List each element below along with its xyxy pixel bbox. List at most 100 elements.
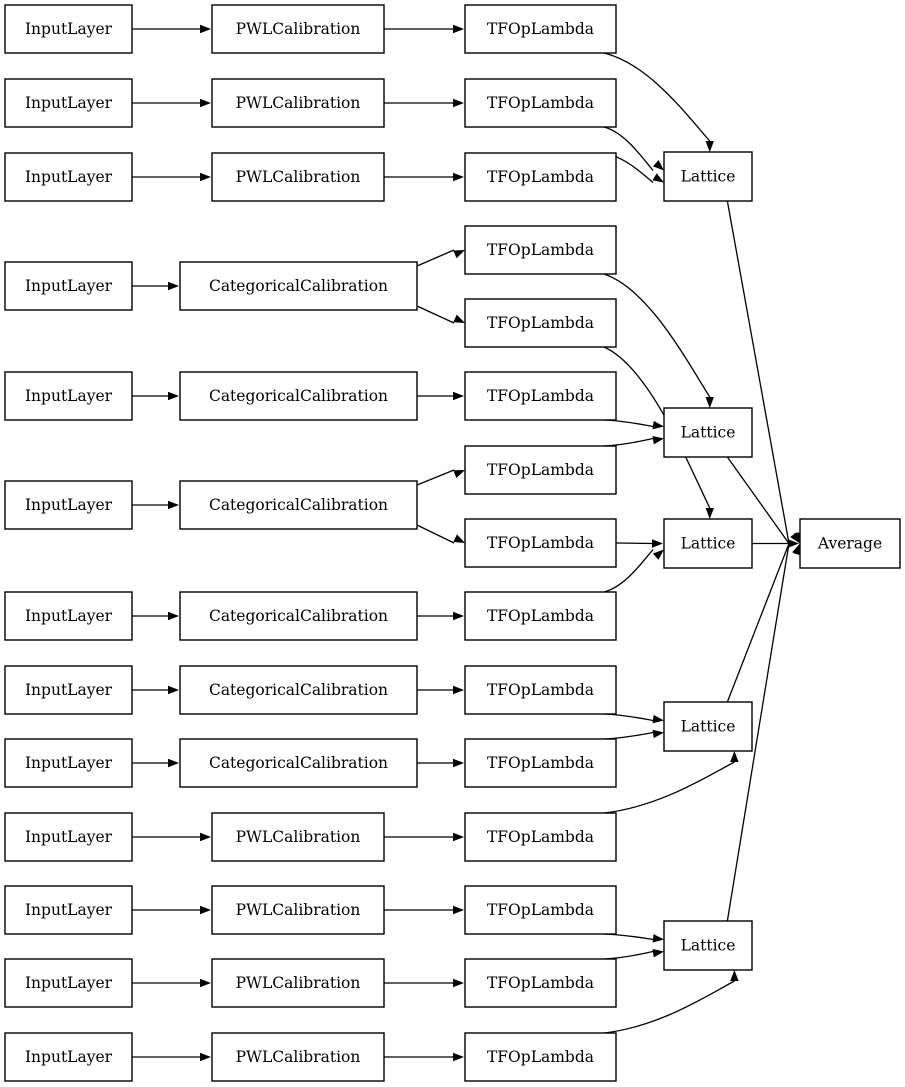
node-box-tfoplambda[interactable] (464, 1032, 617, 1082)
node-average[interactable]: Average (799, 518, 901, 569)
node-box-tfoplambda[interactable] (464, 298, 617, 348)
node-inputlayer[interactable]: InputLayer (4, 665, 133, 715)
node-label-categoricalcalibration: CategoricalCalibration (209, 277, 388, 295)
node-box-tfoplambda[interactable] (464, 225, 617, 275)
node-box-inputlayer[interactable] (4, 958, 133, 1008)
node-tfoplambda[interactable]: TFOpLambda (464, 298, 617, 348)
node-tfoplambda[interactable]: TFOpLambda (464, 445, 617, 495)
node-box-tfoplambda[interactable] (464, 4, 617, 54)
node-box-tfoplambda[interactable] (464, 812, 617, 862)
node-box-tfoplambda[interactable] (464, 445, 617, 495)
node-tfoplambda[interactable]: TFOpLambda (464, 518, 617, 568)
node-tfoplambda[interactable]: TFOpLambda (464, 885, 617, 935)
node-inputlayer[interactable]: InputLayer (4, 885, 133, 935)
node-box-lattice[interactable] (663, 701, 753, 752)
node-box-lattice[interactable] (663, 920, 753, 971)
node-inputlayer[interactable]: InputLayer (4, 152, 133, 202)
node-lattice[interactable]: Lattice (663, 701, 753, 752)
node-box-pwlcalibration[interactable] (211, 1032, 385, 1082)
node-box-tfoplambda[interactable] (464, 958, 617, 1008)
node-categoricalcalibration[interactable]: CategoricalCalibration (179, 738, 418, 788)
node-categoricalcalibration[interactable]: CategoricalCalibration (179, 591, 418, 641)
node-pwlcalibration[interactable]: PWLCalibration (211, 152, 385, 202)
node-box-lattice[interactable] (663, 407, 753, 458)
node-box-pwlcalibration[interactable] (211, 885, 385, 935)
node-pwlcalibration[interactable]: PWLCalibration (211, 1032, 385, 1082)
node-inputlayer[interactable]: InputLayer (4, 78, 133, 128)
node-label-pwlcalibration: PWLCalibration (236, 94, 361, 112)
node-lattice[interactable]: Lattice (663, 518, 753, 569)
node-box-inputlayer[interactable] (4, 4, 133, 54)
node-box-tfoplambda[interactable] (464, 78, 617, 128)
node-pwlcalibration[interactable]: PWLCalibration (211, 78, 385, 128)
node-inputlayer[interactable]: InputLayer (4, 261, 133, 311)
node-box-inputlayer[interactable] (4, 78, 133, 128)
node-box-lattice[interactable] (663, 151, 753, 202)
edge-arrowhead (652, 934, 664, 943)
node-tfoplambda[interactable]: TFOpLambda (464, 152, 617, 202)
edge-arrowhead (652, 436, 664, 445)
node-tfoplambda[interactable]: TFOpLambda (464, 371, 617, 421)
node-box-inputlayer[interactable] (4, 1032, 133, 1082)
node-inputlayer[interactable]: InputLayer (4, 371, 133, 421)
node-box-categoricalcalibration[interactable] (179, 665, 418, 715)
node-tfoplambda[interactable]: TFOpLambda (464, 812, 617, 862)
node-box-lattice[interactable] (663, 518, 753, 569)
node-pwlcalibration[interactable]: PWLCalibration (211, 812, 385, 862)
node-box-categoricalcalibration[interactable] (179, 261, 418, 311)
node-pwlcalibration[interactable]: PWLCalibration (211, 4, 385, 54)
node-tfoplambda[interactable]: TFOpLambda (464, 738, 617, 788)
node-tfoplambda[interactable]: TFOpLambda (464, 78, 617, 128)
node-box-inputlayer[interactable] (4, 152, 133, 202)
node-inputlayer[interactable]: InputLayer (4, 812, 133, 862)
node-pwlcalibration[interactable]: PWLCalibration (211, 958, 385, 1008)
node-box-tfoplambda[interactable] (464, 591, 617, 641)
node-layer: InputLayerInputLayerInputLayerInputLayer… (4, 4, 901, 1082)
node-box-categoricalcalibration[interactable] (179, 738, 418, 788)
node-categoricalcalibration[interactable]: CategoricalCalibration (179, 665, 418, 715)
node-inputlayer[interactable]: InputLayer (4, 591, 133, 641)
node-box-inputlayer[interactable] (4, 665, 133, 715)
node-pwlcalibration[interactable]: PWLCalibration (211, 885, 385, 935)
node-box-tfoplambda[interactable] (464, 738, 617, 788)
node-box-pwlcalibration[interactable] (211, 812, 385, 862)
node-box-tfoplambda[interactable] (464, 518, 617, 568)
node-box-inputlayer[interactable] (4, 480, 133, 530)
node-inputlayer[interactable]: InputLayer (4, 958, 133, 1008)
node-box-pwlcalibration[interactable] (211, 152, 385, 202)
node-lattice[interactable]: Lattice (663, 151, 753, 202)
node-box-categoricalcalibration[interactable] (179, 371, 418, 421)
node-box-inputlayer[interactable] (4, 812, 133, 862)
node-tfoplambda[interactable]: TFOpLambda (464, 1032, 617, 1082)
node-inputlayer[interactable]: InputLayer (4, 738, 133, 788)
node-lattice[interactable]: Lattice (663, 920, 753, 971)
node-box-inputlayer[interactable] (4, 885, 133, 935)
node-tfoplambda[interactable]: TFOpLambda (464, 665, 617, 715)
node-box-inputlayer[interactable] (4, 371, 133, 421)
node-box-inputlayer[interactable] (4, 591, 133, 641)
node-box-pwlcalibration[interactable] (211, 958, 385, 1008)
node-box-pwlcalibration[interactable] (211, 4, 385, 54)
node-tfoplambda[interactable]: TFOpLambda (464, 958, 617, 1008)
node-box-categoricalcalibration[interactable] (179, 591, 418, 641)
edge-tfoplambda-to-lattice (603, 126, 654, 171)
node-inputlayer[interactable]: InputLayer (4, 480, 133, 530)
node-categoricalcalibration[interactable]: CategoricalCalibration (179, 261, 418, 311)
node-box-pwlcalibration[interactable] (211, 78, 385, 128)
node-inputlayer[interactable]: InputLayer (4, 1032, 133, 1082)
node-box-tfoplambda[interactable] (464, 152, 617, 202)
node-box-inputlayer[interactable] (4, 261, 133, 311)
node-categoricalcalibration[interactable]: CategoricalCalibration (179, 371, 418, 421)
node-categoricalcalibration[interactable]: CategoricalCalibration (179, 480, 418, 530)
node-box-average[interactable] (799, 518, 901, 569)
node-tfoplambda[interactable]: TFOpLambda (464, 4, 617, 54)
node-box-tfoplambda[interactable] (464, 885, 617, 935)
node-box-categoricalcalibration[interactable] (179, 480, 418, 530)
node-box-inputlayer[interactable] (4, 738, 133, 788)
node-tfoplambda[interactable]: TFOpLambda (464, 591, 617, 641)
node-tfoplambda[interactable]: TFOpLambda (464, 225, 617, 275)
node-box-tfoplambda[interactable] (464, 665, 617, 715)
node-lattice[interactable]: Lattice (663, 407, 753, 458)
node-box-tfoplambda[interactable] (464, 371, 617, 421)
node-inputlayer[interactable]: InputLayer (4, 4, 133, 54)
